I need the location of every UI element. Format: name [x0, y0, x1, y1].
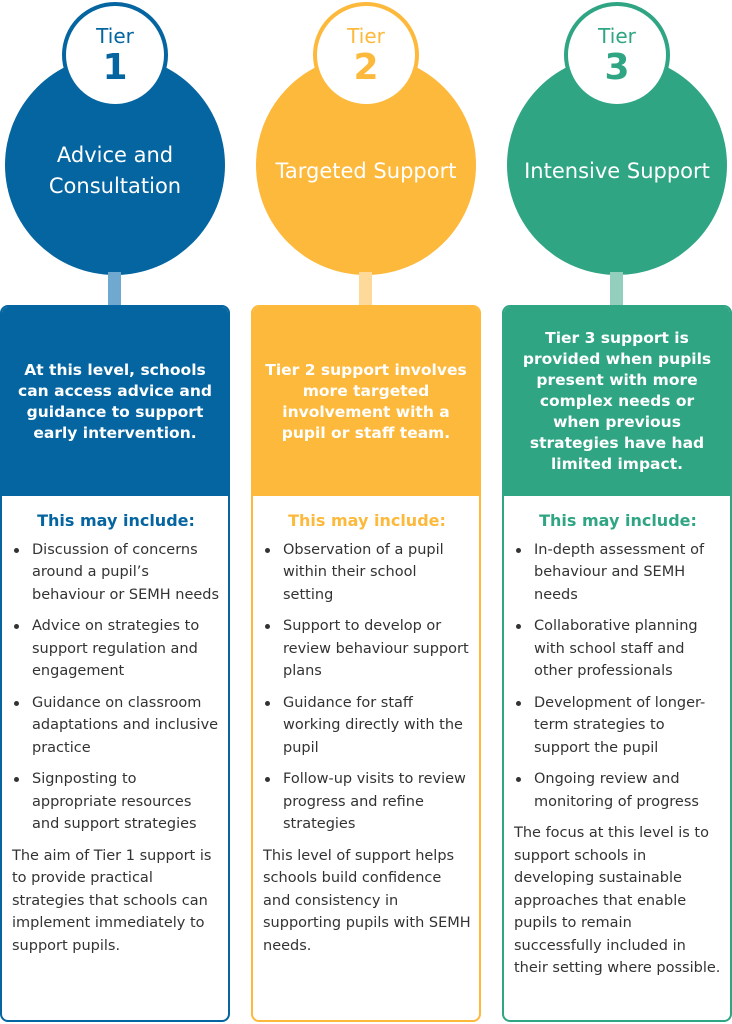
tier-card: Tier 3 support is provided when pupils p…: [502, 305, 732, 1022]
tier-number: 2: [353, 47, 379, 88]
include-list: Observation of a pupil within their scho…: [263, 539, 471, 836]
tier-label: Tier: [347, 24, 385, 48]
tier-badge: Tier 3: [564, 2, 670, 108]
tier-details: This may include: Observation of a pupil…: [253, 496, 479, 957]
tier-summary: At this level, schools can access advice…: [2, 307, 228, 496]
list-item: Advice on strategies to support regulati…: [12, 615, 220, 683]
include-list: Discussion of concerns around a pupil’s …: [12, 539, 220, 836]
list-item: Observation of a pupil within their scho…: [263, 539, 471, 607]
list-item: Support to develop or review behaviour s…: [263, 615, 471, 683]
list-item: Ongoing review and monitoring of progres…: [514, 768, 722, 813]
tier-footer-text: The focus at this level is to support sc…: [514, 825, 721, 976]
tier-label: Tier: [96, 24, 134, 48]
list-item: Collaborative planning with school staff…: [514, 615, 722, 683]
list-item: Guidance for staff working directly with…: [263, 692, 471, 760]
list-item: Guidance on classroom adaptations and in…: [12, 692, 220, 760]
list-item: Follow-up visits to review progress and …: [263, 768, 471, 836]
tier-footer-text: The aim of Tier 1 support is to provide …: [12, 847, 212, 954]
tier-summary: Tier 2 support involves more targeted in…: [253, 307, 479, 496]
list-item: Development of longer-term strategies to…: [514, 692, 722, 760]
connector-stem: [610, 272, 623, 308]
include-heading: This may include:: [37, 511, 195, 530]
list-item: Discussion of concerns around a pupil’s …: [12, 539, 220, 607]
tier-badge: Tier 2: [313, 2, 419, 108]
tier-summary: Tier 3 support is provided when pupils p…: [504, 307, 730, 496]
tier-title: Targeted Support: [275, 158, 457, 183]
include-list: In-depth assessment of behaviour and SEM…: [514, 539, 722, 814]
include-heading: This may include:: [539, 511, 697, 530]
tier-footer-text: This level of support helps schools buil…: [263, 847, 471, 954]
list-item: Signposting to appropriate resources and…: [12, 768, 220, 836]
list-item: In-depth assessment of behaviour and SEM…: [514, 539, 722, 607]
connector-stem: [359, 272, 372, 308]
tier-column: Intensive Support Tier 3 Tier 3 support …: [502, 0, 732, 1024]
tier-card: Tier 2 support involves more targeted in…: [251, 305, 481, 1022]
tier-details: This may include: In-depth assessment of…: [504, 496, 730, 980]
tier-title: Advice and Consultation: [48, 143, 182, 198]
include-heading: This may include:: [288, 511, 446, 530]
tier-column: Advice and Consultation Tier 1 At this l…: [0, 0, 230, 1024]
tier-column: Targeted Support Tier 2 Tier 2 support i…: [251, 0, 481, 1024]
tier-number: 3: [604, 47, 630, 88]
connector-stem: [108, 272, 121, 308]
tier-number: 1: [102, 47, 128, 88]
tier-title: Intensive Support: [524, 158, 710, 183]
tier-details: This may include: Discussion of concerns…: [2, 496, 228, 957]
tier-label: Tier: [598, 24, 636, 48]
tier-card: At this level, schools can access advice…: [0, 305, 230, 1022]
tier-badge: Tier 1: [62, 2, 168, 108]
